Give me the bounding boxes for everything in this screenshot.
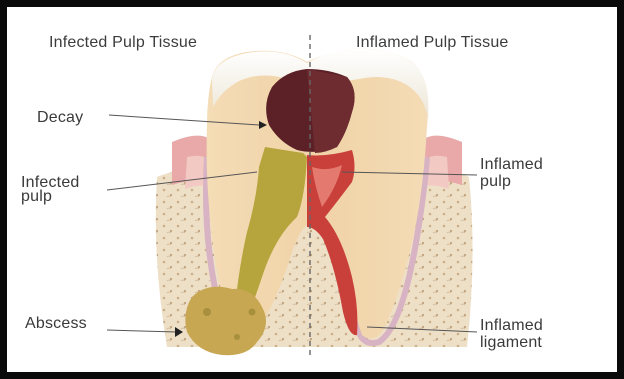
- abscess: [185, 287, 266, 355]
- inflamed-pulp-label: Inflamed pulp: [480, 156, 543, 190]
- inflamed-ligament-label: Inflamed ligament: [480, 317, 543, 351]
- inflamed-pulp-label-line-2: pulp: [480, 173, 543, 190]
- decay-label: Decay: [37, 109, 83, 126]
- inflamed-ligament-label-line-1: Inflamed: [480, 317, 543, 334]
- infected-pulp-label-line-2: pulp: [21, 190, 80, 204]
- infected-pulp-label: Infected pulp: [21, 176, 80, 204]
- abscess-label: Abscess: [25, 315, 87, 332]
- inflamed-pulp-label-line-1: Inflamed: [480, 156, 543, 173]
- inflamed-ligament-label-line-2: ligament: [480, 334, 543, 351]
- left-heading: Infected Pulp Tissue: [49, 34, 197, 51]
- right-heading: Inflamed Pulp Tissue: [356, 34, 509, 51]
